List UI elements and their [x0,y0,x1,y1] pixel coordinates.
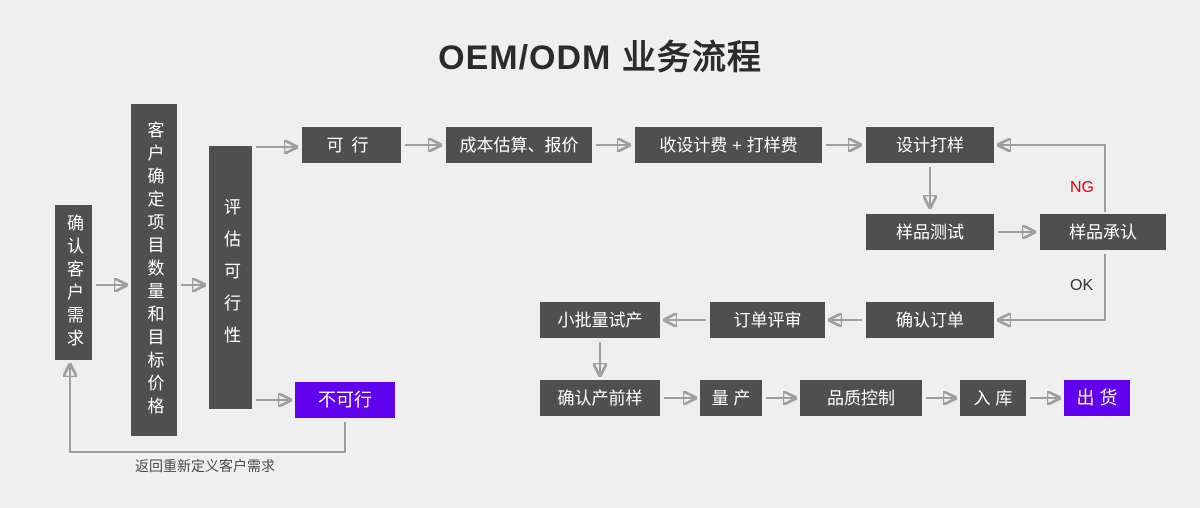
node-confirm-preproduction-sample: 确认产前样 [540,380,660,416]
node-confirm-order: 确认订单 [866,302,994,338]
label-redefine-customer-needs: 返回重新定义客户需求 [135,458,275,474]
page-title: OEM/ODM 业务流程 [438,39,762,77]
node-cost-estimate-quote: 成本估算、报价 [446,127,592,163]
connector-ok-to-order [1000,254,1106,320]
node-design-prototype: 设计打样 [866,127,994,163]
node-feasible: 可行 [302,127,401,163]
label-ok: OK [1070,277,1094,294]
node-quality-control: 品质控制 [800,380,922,416]
node-sample-approval: 样品承认 [1040,214,1166,250]
node-warehouse-in: 入 库 [960,380,1026,416]
node-small-batch-trial: 小批量试产 [540,302,660,338]
node-mass-production: 量 产 [700,380,762,416]
node-sample-test: 样品测试 [866,214,994,250]
connector-ng-feedback [1000,145,1106,212]
node-design-sample-fee: 收设计费 + 打样费 [635,127,822,163]
node-order-review: 订单评审 [710,302,825,338]
connector-redefine-feedback [70,366,346,453]
node-shipment: 出 货 [1064,380,1130,416]
label-ng: NG [1070,179,1094,196]
node-not-feasible: 不可行 [295,382,395,418]
node-confirm-customer-needs: 确认客户需求 [55,205,92,360]
node-evaluate-feasibility: 评估可行性 [209,146,252,409]
node-define-project-quantity-price: 客户确定项目数量和目标价格 [131,104,177,436]
